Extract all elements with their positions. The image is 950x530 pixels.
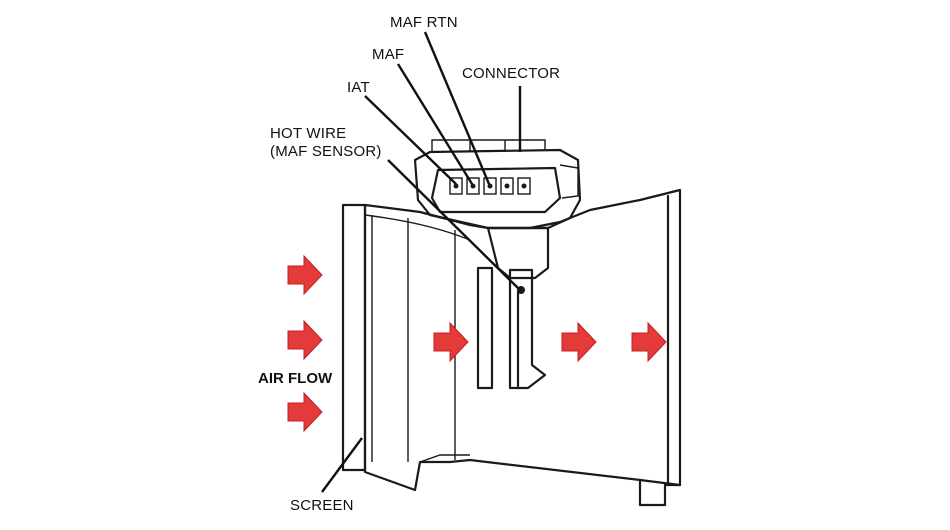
label-connector: CONNECTOR [462, 65, 560, 82]
label-maf-rtn: MAF RTN [390, 14, 458, 31]
right-arrow-icon [287, 319, 323, 361]
label-air-flow: AIR FLOW [258, 370, 333, 387]
leader-lines [321, 31, 522, 493]
labels: MAF RTN MAF IAT CONNECTOR HOT WIRE (MAF … [258, 14, 560, 514]
right-arrow-icon [433, 321, 469, 363]
air-flow-arrows [287, 254, 667, 433]
label-iat: IAT [347, 79, 370, 96]
label-screen: SCREEN [290, 497, 354, 514]
right-arrow-icon [631, 321, 667, 363]
label-maf-sensor: (MAF SENSOR) [270, 143, 382, 160]
probe-stem [508, 268, 547, 390]
sensor-probe [476, 266, 547, 390]
bypass-channel [476, 266, 494, 390]
connector-pins [449, 177, 531, 195]
leader-iat [364, 95, 457, 185]
right-arrow-icon [561, 321, 597, 363]
connector-socket [430, 166, 562, 214]
leader-screen [321, 437, 363, 493]
label-maf: MAF [372, 46, 404, 63]
inlet-flange [341, 203, 367, 472]
leader-maf [396, 63, 474, 185]
right-arrow-icon [287, 254, 323, 296]
label-hot-wire: HOT WIRE [270, 125, 346, 142]
maf-housing [341, 188, 682, 507]
right-arrow-icon [287, 391, 323, 433]
leader-hot-wire [387, 159, 521, 291]
connector-body [413, 139, 582, 280]
leader-maf-rtn [423, 31, 491, 185]
